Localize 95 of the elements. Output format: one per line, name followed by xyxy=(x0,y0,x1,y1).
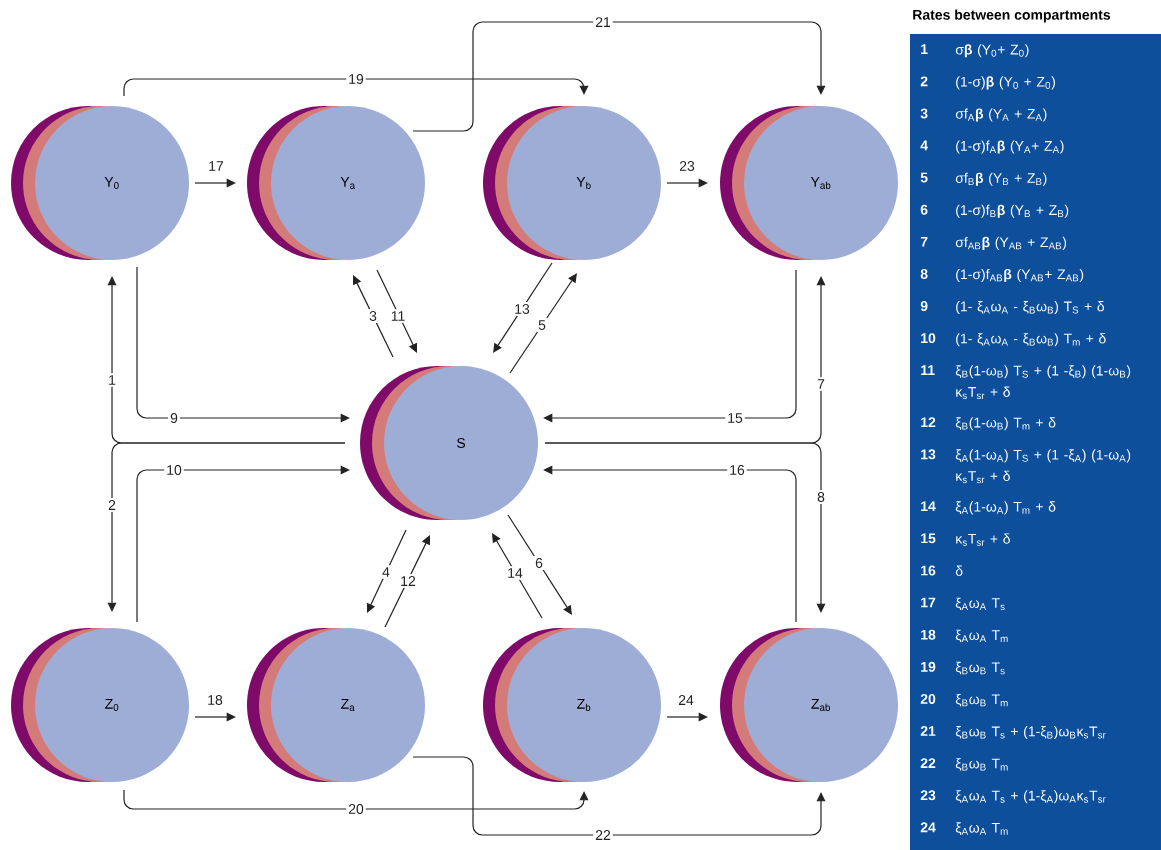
rate-formula: ξ$_{A}$(1-ω$_{A}$) T$_{S}$ + (1 -ξ$_{A}$) (1-ω$_{A}$) κ$_{s}$T$_{sr}$ + δ xyxy=(955,449,1131,484)
row-number: 3 xyxy=(920,108,928,119)
arrow xyxy=(493,262,553,353)
row-number: 13 xyxy=(921,449,936,460)
arrow xyxy=(666,712,708,722)
row-number: 17 xyxy=(921,597,936,608)
rate-formula: ξ$_{B}$(1-ω$_{B}$) T$_{S}$ + (1 -ξ$_{B}$) (1-ω$_{B}$) κ$_{s}$T$_{sr}$ + δ xyxy=(955,365,1131,400)
edge-label: 15 xyxy=(725,411,745,425)
rate-formula: ξ$_{A}$ω$_{A}$ T$_{s}$ + (1-ξ$_{A}$)ω$_{A}$κ$_{s}$T$_{sr}$ xyxy=(955,790,1106,804)
rate-formula: σf$_{B}$β (Y$_{B}$ + Z$_{B}$) xyxy=(955,172,1047,186)
row-number: 14 xyxy=(921,501,936,511)
rate-formula: (1-σ)f$_{AB}$β (Y$_{AB}$+ Z$_{AB}$) xyxy=(956,268,1084,282)
rate-formula: σf$_{AB}$β (Y$_{AB}$ + Z$_{AB}$) xyxy=(955,236,1067,250)
row-number: 9 xyxy=(920,301,928,311)
edge-label: 2 xyxy=(106,498,118,512)
edge-label: 23 xyxy=(677,159,697,173)
row-number: 10 xyxy=(921,333,936,344)
edge-label: 6 xyxy=(533,556,545,570)
edge-label: 9 xyxy=(168,411,180,425)
rate-formula: ξ$_{A}$ω$_{A}$ T$_{m}$ xyxy=(955,822,1008,835)
arrow xyxy=(666,178,708,188)
rate-formula: (1-σ)f$_{B}$β (Y$_{B}$ + Z$_{B}$) xyxy=(956,204,1069,218)
arrow xyxy=(123,78,589,97)
row-number: 2 xyxy=(920,76,928,87)
rate-formula: (1- ξ$_{A}$ω$_{A}$ - ξ$_{B}$ω$_{B}$) T$_{S}$ + δ xyxy=(956,301,1105,315)
arrow xyxy=(366,529,407,613)
row-number: 21 xyxy=(920,726,936,736)
arrow xyxy=(123,789,589,810)
rate-formula: (1-σ)f$_{A}$β (Y$_{A}$+ Z$_{A}$) xyxy=(956,140,1064,154)
edge-label: 20 xyxy=(346,802,366,816)
arrow xyxy=(543,269,797,423)
row-number: 4 xyxy=(920,140,928,151)
arrow xyxy=(194,178,236,188)
row-number: 16 xyxy=(921,565,936,576)
row-number: 18 xyxy=(921,629,936,640)
rate-formula: (1- ξ$_{A}$ω$_{A}$ - ξ$_{B}$ω$_{B}$) T$_{m}$ + δ xyxy=(956,333,1106,347)
arrow xyxy=(412,756,826,836)
row-number: 11 xyxy=(921,365,935,375)
rate-formula: ξ$_{A}$ω$_{A}$ T$_{m}$ xyxy=(955,629,1008,643)
edge-label: 17 xyxy=(206,159,226,173)
row-number: 6 xyxy=(920,204,928,215)
row-number: 1 xyxy=(921,44,928,54)
row-number: 12 xyxy=(921,417,936,428)
row-number: 8 xyxy=(920,269,928,279)
edge-label: 8 xyxy=(815,490,827,504)
edge-label: 16 xyxy=(727,463,747,477)
edge-label: 3 xyxy=(367,309,379,323)
edge-label: 1 xyxy=(106,373,118,387)
rate-formula: ξ$_{A}$(1-ω$_{A}$) T$_{m}$ + δ xyxy=(955,501,1056,515)
rate-formula: ξ$_{B}$ω$_{B}$ T$_{m}$ xyxy=(955,693,1008,707)
arrow xyxy=(412,21,826,132)
table-heading: Rates between compartments xyxy=(913,9,1111,23)
edge-label: 10 xyxy=(164,463,184,477)
arrow xyxy=(194,712,236,722)
arrow xyxy=(136,266,350,423)
arrow xyxy=(509,273,577,374)
arrow xyxy=(353,275,394,358)
edge-label: 12 xyxy=(398,574,418,588)
rate-formula: σβ (Y$_{0}$+ Z$_{0}$) xyxy=(955,44,1029,58)
arrow xyxy=(376,269,417,353)
rate-formula: ξ$_{A}$ω$_{A}$ T$_{s}$ xyxy=(955,597,1005,611)
arrow xyxy=(492,533,543,619)
edge-label: 5 xyxy=(536,318,548,332)
rate-formula: σf$_{A}$β (Y$_{A}$ + Z$_{A}$) xyxy=(955,108,1047,122)
arrow xyxy=(507,514,572,615)
edge-label: 18 xyxy=(205,693,225,707)
row-number: 7 xyxy=(920,236,928,247)
rate-formula: ξ$_{B}$(1-ω$_{B}$) T$_{m}$ + δ xyxy=(955,417,1056,431)
rate-formula: (1-σ)β (Y$_{0}$ + Z$_{0}$) xyxy=(956,76,1055,90)
rate-formula: κ$_{s}$T$_{sr}$ + δ xyxy=(956,533,1010,546)
edge-label: 24 xyxy=(676,693,696,707)
arrow xyxy=(543,465,797,623)
rate-formula: ξ$_{B}$ω$_{B}$ T$_{m}$ xyxy=(955,758,1008,771)
edge-label: 22 xyxy=(593,828,613,842)
edge-label: 13 xyxy=(512,302,532,316)
edge-label: 14 xyxy=(505,566,525,580)
arrow xyxy=(384,535,430,628)
arrow xyxy=(107,442,346,612)
row-number: 22 xyxy=(920,758,936,768)
edge-label: 11 xyxy=(388,309,408,323)
arrow xyxy=(136,465,350,623)
edge-label: 7 xyxy=(815,377,827,391)
row-number: 19 xyxy=(921,661,936,672)
edge-label: 19 xyxy=(346,72,366,86)
row-number: 23 xyxy=(920,790,936,801)
rate-formula: ξ$_{B}$ω$_{B}$ T$_{s}$ + (1-ξ$_{B}$)ω$_{B}$κ$_{s}$T$_{sr}$ xyxy=(955,726,1106,740)
arrow xyxy=(544,442,826,613)
edge-label: 21 xyxy=(593,15,613,29)
rate-formula: ξ$_{B}$ω$_{B}$ T$_{s}$ xyxy=(955,661,1005,675)
row-number: 20 xyxy=(920,693,936,704)
row-number: 15 xyxy=(921,533,936,544)
rate-formula: δ xyxy=(955,565,963,576)
row-number: 5 xyxy=(920,172,928,183)
row-number: 24 xyxy=(920,822,936,833)
edge-label: 4 xyxy=(380,565,392,579)
